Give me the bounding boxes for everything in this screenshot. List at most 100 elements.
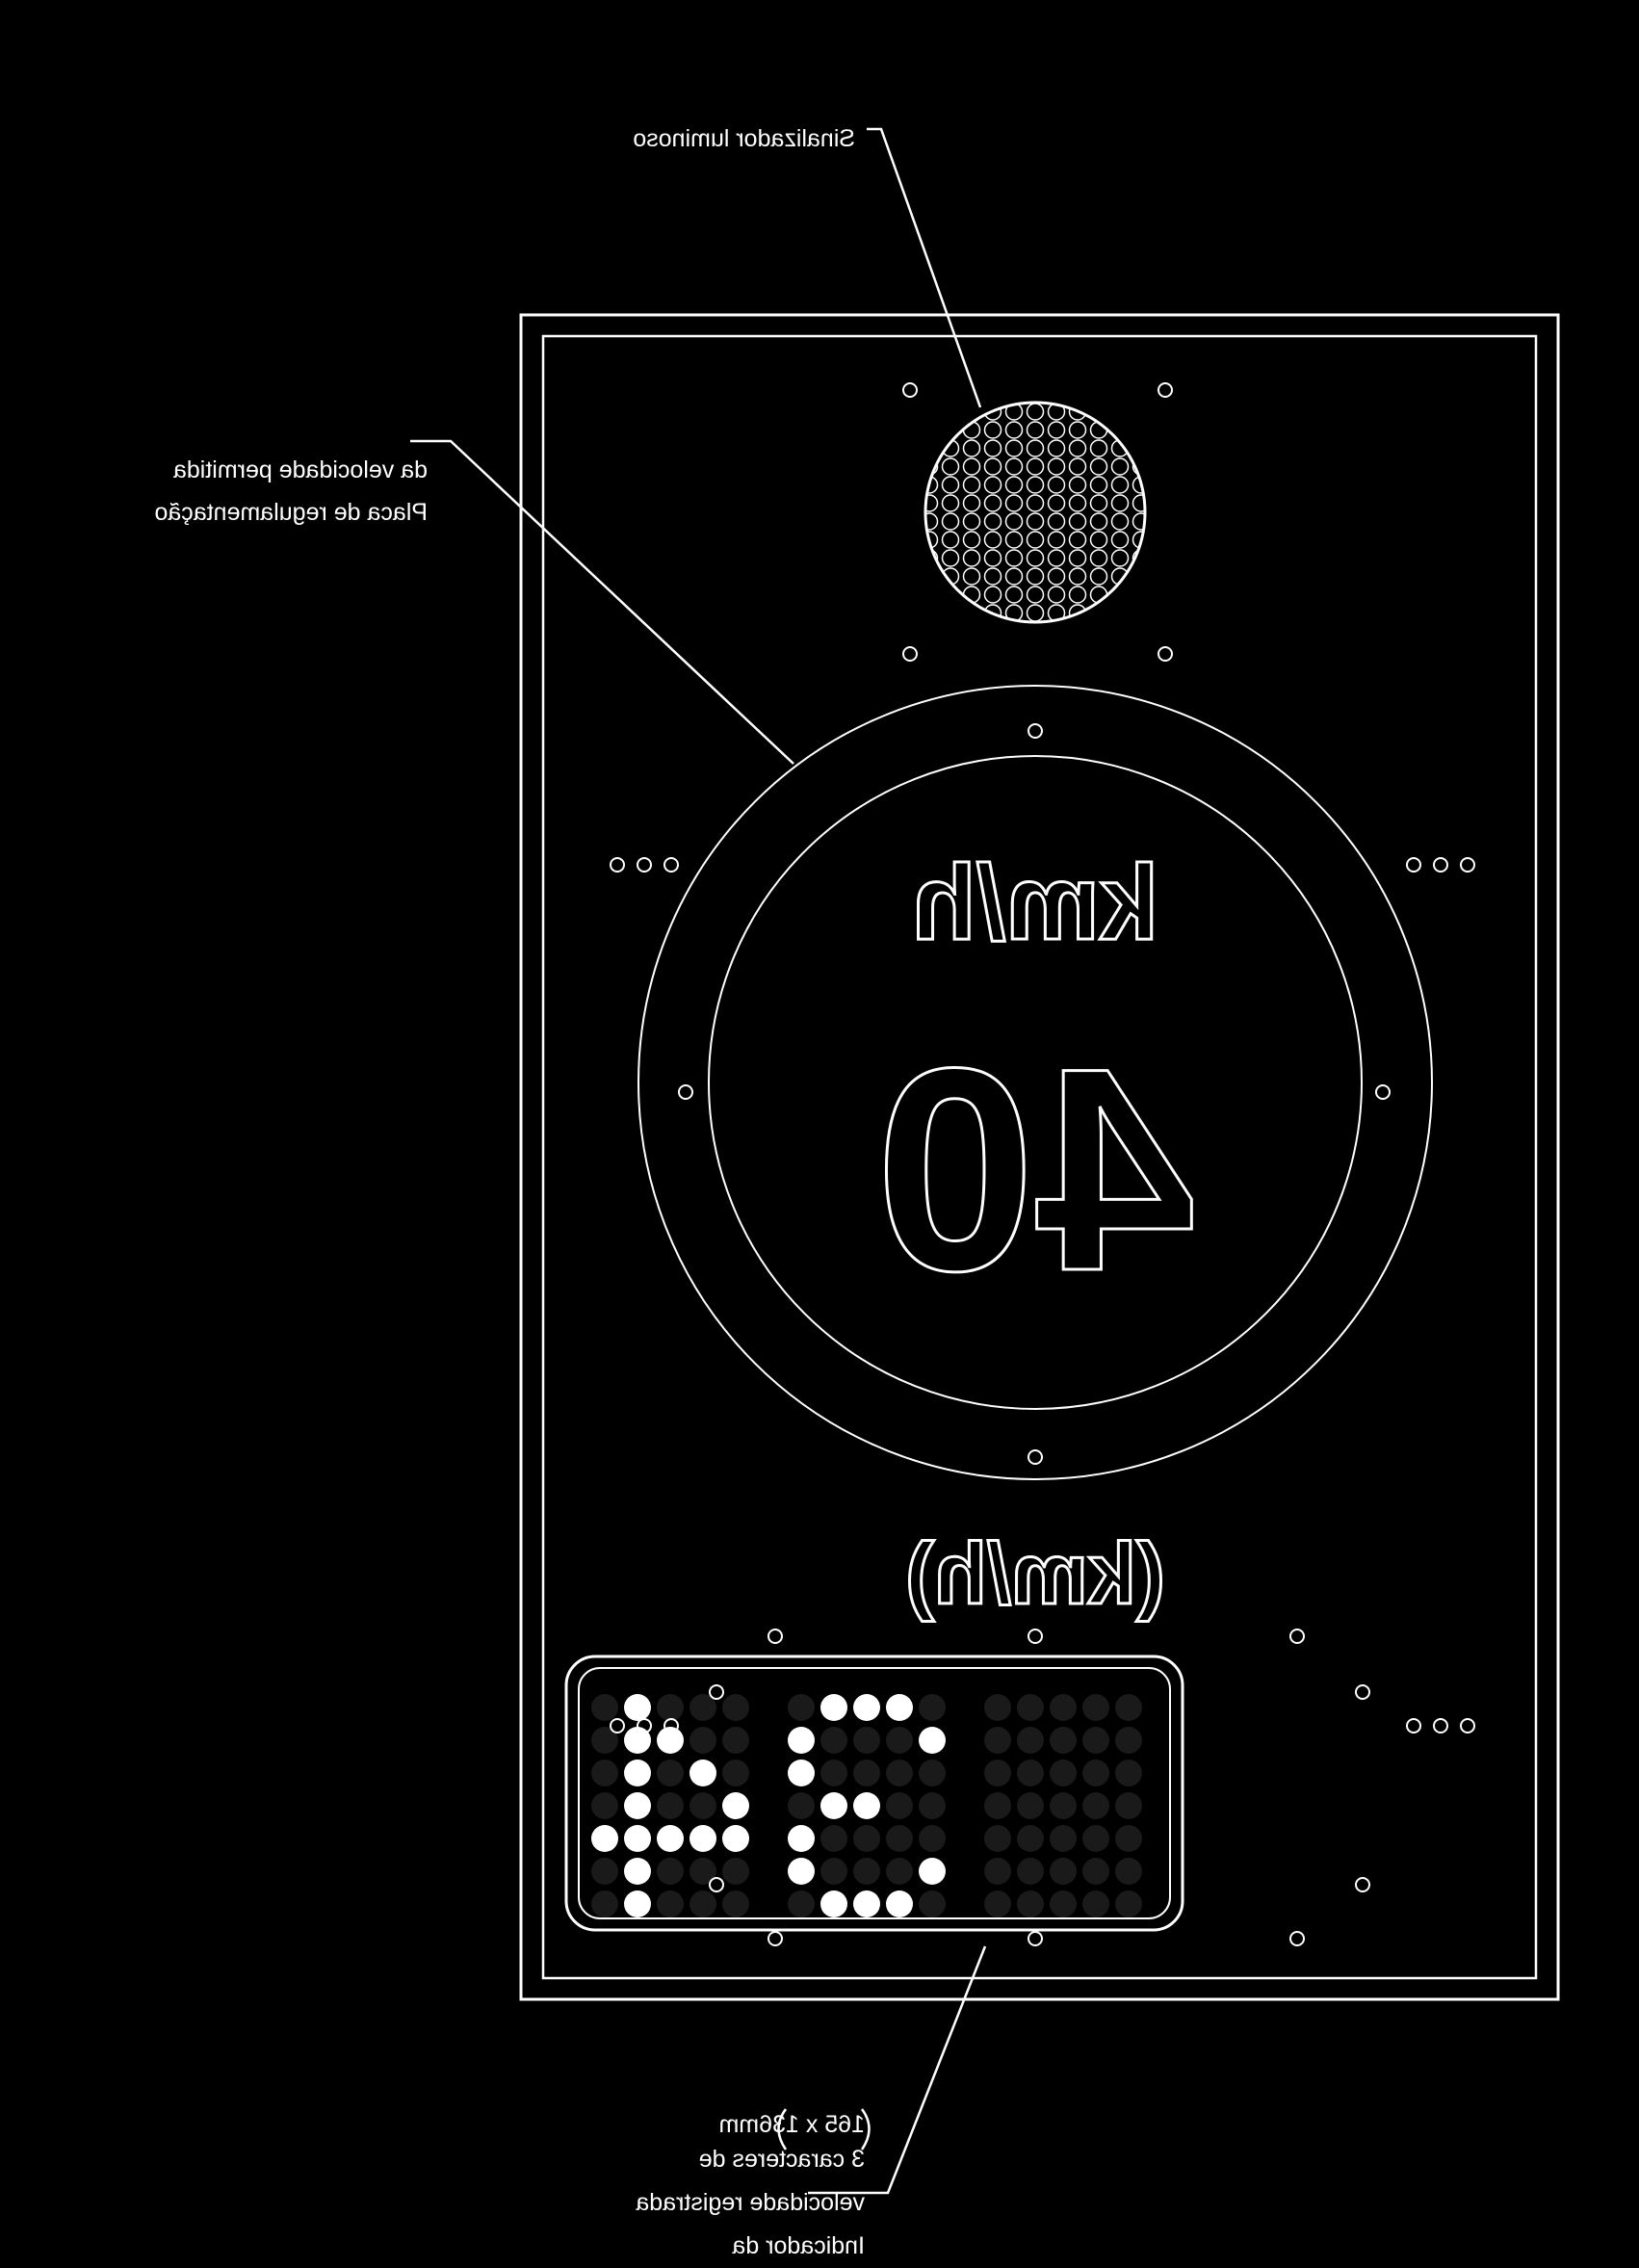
led-off <box>657 1792 684 1819</box>
led-off <box>689 1792 716 1819</box>
led-on <box>853 1694 880 1721</box>
led-off <box>820 1727 847 1754</box>
leader-light-signal <box>867 127 982 408</box>
mount-hole <box>1433 1718 1448 1734</box>
led-on <box>853 1890 880 1917</box>
led-off <box>1017 1858 1044 1885</box>
mount-hole <box>1406 857 1421 873</box>
led-off <box>886 1792 913 1819</box>
led-off <box>853 1825 880 1852</box>
inner-frame <box>541 334 1538 1980</box>
led-on <box>886 1890 913 1917</box>
led-on <box>853 1792 880 1819</box>
paren-right <box>777 2108 788 2151</box>
led-off <box>1017 1825 1044 1852</box>
led-off <box>820 1760 847 1786</box>
led-off <box>886 1727 913 1754</box>
led-off <box>689 1890 716 1917</box>
led-off <box>1082 1825 1109 1852</box>
speed-limit-unit: km/h <box>912 844 1159 962</box>
mount-hole <box>902 382 918 398</box>
mount-hole <box>709 1877 724 1892</box>
mount-hole <box>1355 1684 1370 1700</box>
led-off <box>722 1760 749 1786</box>
label-light-signal: Sinalizador luminoso <box>633 125 855 152</box>
mount-hole <box>767 1629 783 1644</box>
mount-hole <box>1289 1629 1305 1644</box>
display-unit-label: (km/h) <box>905 1526 1165 1623</box>
led-off <box>1115 1694 1142 1721</box>
mount-hole <box>663 857 679 873</box>
light-signal <box>902 382 1173 662</box>
led-off <box>591 1694 618 1721</box>
speed-limit-plate <box>610 685 1475 1480</box>
mount-hole <box>1433 857 1448 873</box>
led-off <box>1115 1858 1142 1885</box>
led-on <box>657 1825 684 1852</box>
mount-hole <box>1158 646 1173 662</box>
led-off <box>722 1694 749 1721</box>
leader-plate <box>410 439 794 765</box>
led-off <box>689 1727 716 1754</box>
led-off <box>1115 1825 1142 1852</box>
mount-hole <box>767 1931 783 1946</box>
led-on <box>689 1825 716 1852</box>
led-off <box>591 1792 618 1819</box>
mount-hole <box>1460 857 1475 873</box>
led-on <box>788 1760 815 1786</box>
leader-indicator <box>808 1945 987 2195</box>
mount-hole <box>1028 723 1043 739</box>
mount-hole <box>902 646 918 662</box>
led-off <box>853 1727 880 1754</box>
led-on <box>624 1858 651 1885</box>
mount-hole <box>1406 1718 1421 1734</box>
label-indicator-line1: Indicador da <box>732 2232 865 2259</box>
led-off <box>984 1858 1011 1885</box>
led-off <box>788 1890 815 1917</box>
led-matrix <box>591 1694 1142 1917</box>
led-off <box>853 1760 880 1786</box>
led-on <box>624 1825 651 1852</box>
led-off <box>788 1792 815 1819</box>
led-on <box>788 1858 815 1885</box>
led-on <box>624 1727 651 1754</box>
mount-hole <box>610 857 625 873</box>
led-on <box>657 1727 684 1754</box>
led-off <box>722 1890 749 1917</box>
led-off <box>984 1792 1011 1819</box>
led-off <box>1050 1694 1077 1721</box>
led-on <box>919 1727 946 1754</box>
led-off <box>1082 1890 1109 1917</box>
led-off <box>1017 1792 1044 1819</box>
led-off <box>1082 1792 1109 1819</box>
led-off <box>886 1760 913 1786</box>
led-off <box>886 1825 913 1852</box>
led-off <box>853 1858 880 1885</box>
led-off <box>1115 1760 1142 1786</box>
led-off <box>1017 1890 1044 1917</box>
mount-hole <box>709 1684 724 1700</box>
led-off <box>919 1890 946 1917</box>
mount-hole <box>1460 1718 1475 1734</box>
led-off <box>820 1858 847 1885</box>
led-off <box>1115 1792 1142 1819</box>
led-off <box>1017 1727 1044 1754</box>
led-on <box>788 1727 815 1754</box>
led-off <box>1050 1890 1077 1917</box>
led-on <box>820 1890 847 1917</box>
led-on <box>624 1890 651 1917</box>
led-off <box>1017 1694 1044 1721</box>
label-plate-line2: da velocidade permitida <box>173 456 428 483</box>
mount-hole <box>637 857 652 873</box>
led-off <box>591 1727 618 1754</box>
led-off <box>1050 1825 1077 1852</box>
led-off <box>919 1825 946 1852</box>
mount-hole <box>663 1718 679 1734</box>
led-off <box>657 1858 684 1885</box>
led-off <box>886 1858 913 1885</box>
outer-frame <box>519 313 1560 2001</box>
led-off <box>591 1858 618 1885</box>
mount-hole <box>637 1718 652 1734</box>
led-off <box>1115 1727 1142 1754</box>
mount-hole <box>1028 1629 1043 1644</box>
